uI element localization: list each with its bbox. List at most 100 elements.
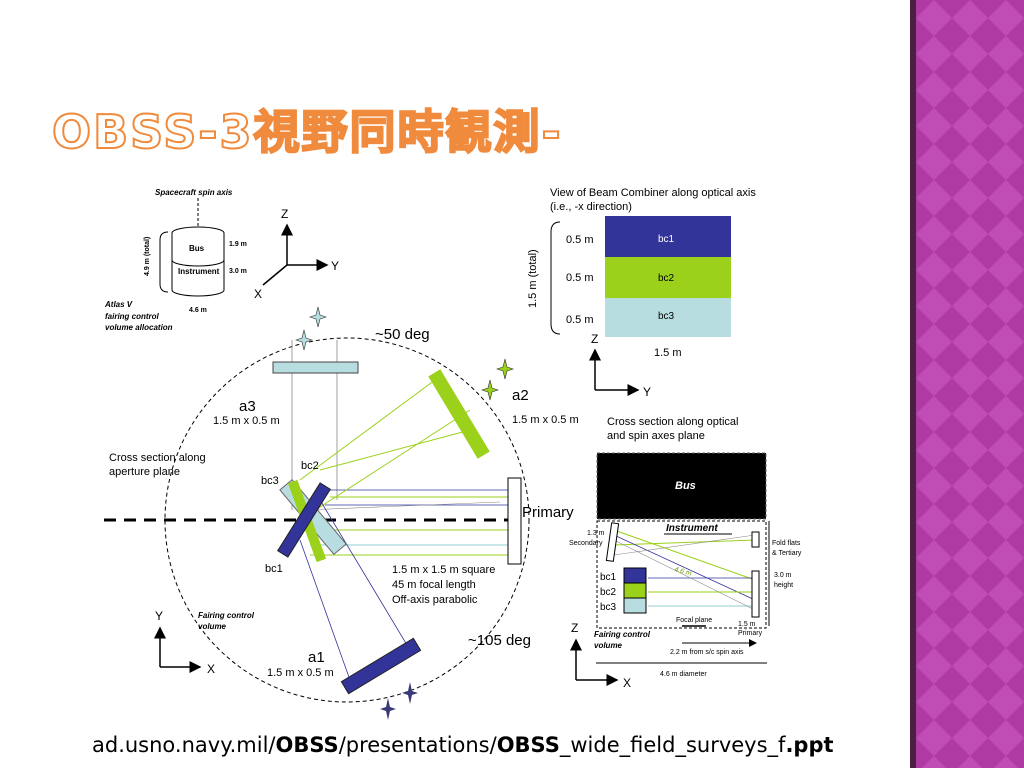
top-axes: Z Y X xyxy=(254,207,339,301)
aperture-a1 xyxy=(340,637,422,695)
footer-part: OBSS xyxy=(275,733,339,757)
bc3-label: bc3 xyxy=(658,311,675,322)
spin-bc2 xyxy=(623,582,647,599)
spin-bc1-label: bc1 xyxy=(600,572,617,583)
fold-label: Fold flats & Tertiary xyxy=(772,540,802,557)
aperture-caption: Cross section along aperture plane xyxy=(109,452,209,478)
footer-part: .ppt xyxy=(785,733,834,757)
obss-diagram: Spacecraft spin axis Bus Instrument 1.9 … xyxy=(104,187,802,720)
total-bracket xyxy=(159,231,169,293)
footer-part: OBSS xyxy=(496,733,560,757)
diameter-label: 4.6 m diameter xyxy=(660,671,707,678)
bc3-height: 0.5 m xyxy=(566,314,594,326)
cylinder-body xyxy=(171,233,225,297)
aperture-axis-x: X xyxy=(207,662,215,676)
light-paths xyxy=(291,340,510,681)
total-height: 4.9 m (total) xyxy=(144,237,151,276)
deg105-label: ~105 deg xyxy=(468,632,531,649)
fold-flat xyxy=(751,531,760,548)
footer-part: ad.usno.navy.mil/ xyxy=(92,733,276,757)
aperture-axis-y: Y xyxy=(155,609,163,623)
bus-height: 1.9 m xyxy=(229,241,247,248)
spin-title: Cross section along optical and spin axe… xyxy=(607,416,742,442)
star-icon xyxy=(496,358,514,380)
focal-plane-label: Focal plane xyxy=(676,617,712,624)
star-icon xyxy=(295,329,313,351)
star-icons xyxy=(295,306,514,720)
focal-length-label: 4.6 m xyxy=(673,566,692,578)
instrument-text: Instrument xyxy=(666,523,718,534)
deg50-label: ~50 deg xyxy=(375,326,430,343)
a3-label: a3 xyxy=(239,398,256,415)
spin-bc3-label: bc3 xyxy=(600,602,617,613)
spin-axis-label: Spacecraft spin axis xyxy=(155,188,233,197)
footer-part: /presentations/ xyxy=(338,733,497,757)
bc3-box xyxy=(605,298,731,337)
a2-label: a2 xyxy=(512,387,529,404)
secondary-label: 1.3 m Secondary xyxy=(569,530,606,547)
bc3-callout: bc3 xyxy=(261,475,279,487)
bc2-box xyxy=(605,257,731,298)
bc1-label: bc1 xyxy=(658,234,675,245)
fairing-circle xyxy=(164,337,530,703)
aperture-cross-section: ~50 deg ~105 deg a3 1.5 m x 0.5 m a2 1.5… xyxy=(104,306,579,720)
spin-bc2-label: bc2 xyxy=(600,587,617,598)
secondary-mirror xyxy=(605,522,620,562)
spin-offset-label: 2.2 m from s/c spin axis xyxy=(670,649,744,656)
a1-label: a1 xyxy=(308,649,325,666)
width-label: 4.6 m xyxy=(189,307,207,314)
bc1-mirror xyxy=(277,482,331,558)
axis-x: X xyxy=(254,287,262,301)
a1-size: 1.5 m x 0.5 m xyxy=(267,667,334,679)
bus-label: Bus xyxy=(189,244,205,253)
instrument-label: Instrument xyxy=(178,267,220,276)
bc1-box xyxy=(605,216,731,257)
bc1-callout: bc1 xyxy=(265,563,283,575)
spin-axis-z: Z xyxy=(571,621,578,635)
fairing-caption: Atlas V fairing control volume allocatio… xyxy=(104,300,173,332)
height-label: 3.0 m height xyxy=(774,572,793,589)
spin-bc1 xyxy=(623,567,647,584)
primary-description: 1.5 m x 1.5 m square 45 m focal length O… xyxy=(392,564,498,606)
bus-block xyxy=(596,452,767,520)
star-icon xyxy=(380,698,396,720)
instrument-height: 3.0 m xyxy=(229,268,247,275)
beam-axis-z: Z xyxy=(591,332,598,346)
beam-total: 1.5 m (total) xyxy=(527,249,539,308)
spin-fairing-caption: Fairing control volume xyxy=(594,630,652,650)
aperture-a3 xyxy=(272,361,359,374)
bc1-height: 0.5 m xyxy=(566,234,594,246)
beam-width: 1.5 m xyxy=(654,347,682,359)
aperture-a2 xyxy=(428,369,490,459)
axis-y: Y xyxy=(331,259,339,273)
spin-bc3 xyxy=(623,597,647,614)
decorative-side-band xyxy=(910,0,1024,768)
fairing-schematic: Spacecraft spin axis Bus Instrument 1.9 … xyxy=(104,188,247,332)
star-icon xyxy=(309,306,327,328)
beam-bracket xyxy=(550,221,561,335)
bc2-height: 0.5 m xyxy=(566,272,594,284)
a2-size: 1.5 m x 0.5 m xyxy=(512,414,579,426)
primary-label: Primary xyxy=(522,504,574,521)
footer-part: _wide_field_surveys_f xyxy=(559,733,786,757)
star-icon xyxy=(402,682,418,704)
source-footer: ad.usno.navy.mil/OBSS/presentations/OBSS… xyxy=(92,733,834,757)
axis-z: Z xyxy=(281,207,288,221)
aperture-fairing-caption: Fairing control volume xyxy=(198,611,256,631)
spin-axis-x: X xyxy=(623,676,631,690)
band-edge xyxy=(910,0,916,768)
bus-text: Bus xyxy=(675,480,696,492)
primary-mirror xyxy=(507,477,522,565)
a3-size: 1.5 m x 0.5 m xyxy=(213,415,280,427)
diamond-pattern xyxy=(916,0,1024,768)
beam-axis-y: Y xyxy=(643,385,651,399)
bc2-callout: bc2 xyxy=(301,460,319,472)
slide-title: OBSS-3視野同時観測- xyxy=(51,104,563,160)
spin-cross-section: Cross section along optical and spin axe… xyxy=(569,416,802,690)
cylinder-divider xyxy=(171,259,225,267)
beam-combiner-view: View of Beam Combiner along optical axis… xyxy=(527,187,759,399)
beam-title: View of Beam Combiner along optical axis… xyxy=(550,187,759,213)
spin-primary-mirror xyxy=(751,570,760,618)
spin-primary-label: 1.5 m Primary xyxy=(738,621,763,637)
bc2-label: bc2 xyxy=(658,273,675,284)
